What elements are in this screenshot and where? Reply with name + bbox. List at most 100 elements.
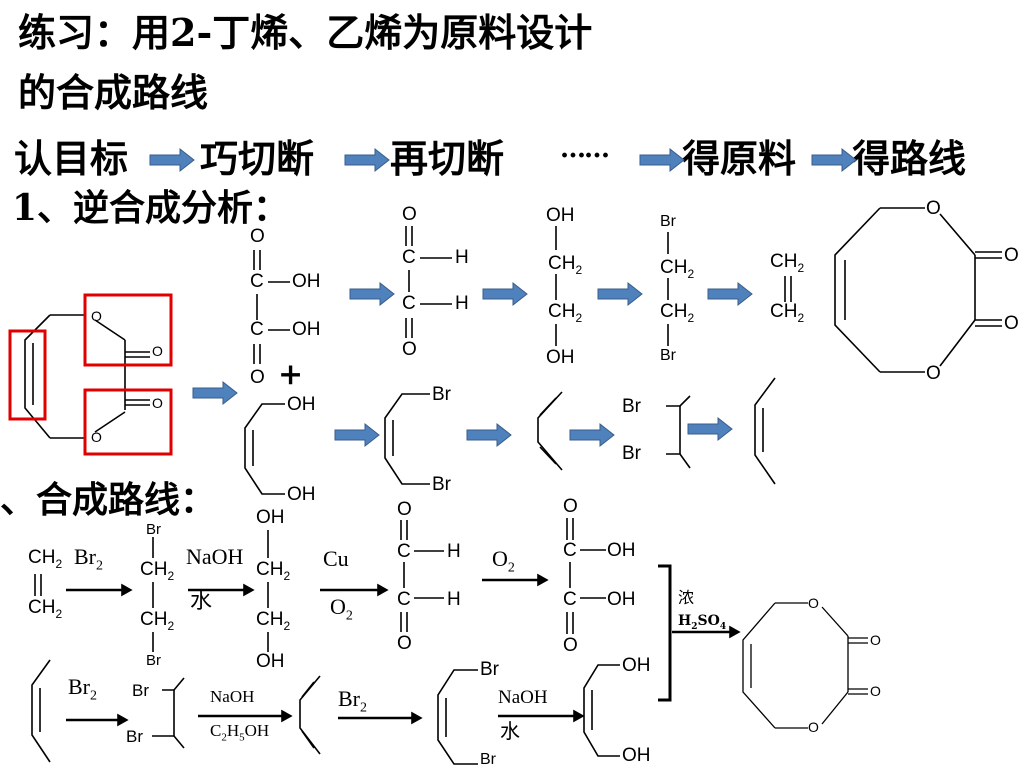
route-glyoxal-o-top: O (397, 499, 412, 520)
dbe-ch2-2: CH2 (660, 301, 695, 325)
route-arrow-6-head (117, 713, 129, 727)
route-arrow-2-head (243, 583, 255, 597)
ethylene-ch2-1: CH2 (770, 251, 805, 275)
route-butenediol-oh-bottom: OH (622, 745, 651, 766)
butenediol-retro (244, 403, 285, 495)
dibromobutene-retro (384, 393, 430, 485)
route-arrow-1-head (121, 583, 133, 597)
dibromobutane-br-1: Br (622, 396, 641, 417)
glyoxal-o-top: O (402, 204, 417, 225)
ethylene-bonds (784, 276, 792, 302)
oxalic-acid-bonds (253, 250, 290, 364)
product-carbonyl-bottom: O (870, 683, 881, 699)
route-arrow-8-head (411, 711, 423, 725)
route-oxalic-oh-1: OH (607, 540, 636, 561)
glyoxal-h-1: H (455, 247, 469, 268)
reagent-br2-2: Br2 (68, 674, 97, 704)
glyoxal-o-bottom: O (402, 339, 417, 360)
highlight-box-ester-top (83, 293, 173, 367)
step-3: 再切断 (390, 136, 505, 181)
ring-left-carbonyl-top: O (152, 343, 163, 359)
reagent-o2-1: O2 (330, 594, 353, 624)
step-ellipsis: …… (560, 134, 610, 164)
oxalic-o-top: O (250, 226, 265, 247)
dibromobutane-route (152, 677, 185, 749)
title-line-1: 练习：用2-丁烯、乙烯为原料设计 (18, 10, 593, 55)
dibromobutane-br-2: Br (622, 443, 641, 464)
section-route: 、合成路线： (0, 479, 217, 521)
route-dbe-br-top: Br (146, 521, 161, 538)
product-ring (742, 602, 868, 729)
step-2: 巧切断 (200, 136, 315, 181)
ring-right-o-bottom: O (926, 363, 941, 384)
step-6: 得路线 (852, 136, 967, 181)
route-dbe-ch2-1: CH2 (140, 559, 175, 583)
ring-right-carbonyl-bottom: O (1004, 313, 1019, 334)
glycol-ch2-2: CH2 (548, 301, 583, 325)
glyoxal-route (400, 520, 444, 632)
ethylene-route (34, 574, 42, 596)
ring-right-o-top: O (926, 198, 941, 219)
route-dbbutene-br-top: Br (480, 659, 499, 680)
route-ethylene-ch2-1: CH2 (28, 547, 63, 571)
route-bracket (658, 564, 672, 702)
route-glycol-ch2-1: CH2 (256, 559, 291, 583)
section-retrosynthesis: 1、逆合成分析： (12, 187, 290, 229)
route-dbe-br-bottom: Br (146, 652, 161, 669)
reagent-naoh-3: NaOH (498, 687, 548, 708)
oxalic-c-2: C (250, 319, 264, 340)
reagent-h2so4: H2SO4 (678, 613, 727, 632)
step-1: 认目标 (14, 136, 129, 181)
route-arrow-4-head (537, 573, 549, 587)
dibromobutene-route (437, 669, 478, 765)
dbe-br-top: Br (660, 213, 676, 230)
route-oxalic-oh-2: OH (607, 589, 636, 610)
reagent-naoh-1: NaOH (186, 544, 244, 569)
ring-right-carbonyl-top: O (1004, 245, 1019, 266)
route-dbe-ch2-2: CH2 (140, 609, 175, 633)
step-5: 得原料 (682, 136, 797, 181)
route-ethylene-ch2-2: CH2 (28, 597, 63, 621)
reagent-conc: 浓 (678, 588, 695, 607)
oxalic-oh-2: OH (292, 319, 321, 340)
reagent-br2-3: Br2 (338, 686, 367, 716)
route-oxalic-o-bottom: O (563, 635, 578, 656)
route-arrow-9-head (573, 709, 585, 723)
product-carbonyl-top: O (870, 632, 881, 648)
reagent-ethanol: C2H5OH (210, 721, 270, 744)
highlight-box-ester-bottom (83, 388, 173, 456)
route-glyoxal-c-2: C (397, 589, 411, 610)
reagent-water-1: 水 (190, 588, 213, 613)
butene-route (31, 659, 51, 763)
reagent-o2-2: O2 (492, 546, 515, 576)
glyoxal-h-2: H (455, 293, 469, 314)
highlight-box-alkene (8, 329, 47, 421)
ring-left-carbonyl-bottom: O (152, 395, 163, 411)
butadiene-route (299, 675, 321, 755)
route-dbbutane-br-1: Br (132, 681, 149, 700)
oxalic-acid-route (566, 518, 606, 634)
plus-sign: + (278, 357, 304, 392)
route-glycol-oh-bottom: OH (256, 651, 285, 672)
title-line-2: 的合成路线 (18, 70, 209, 115)
glyoxal-c-1: C (402, 247, 416, 268)
dibromobutene-br-bottom: Br (432, 474, 451, 495)
route-oxalic-c-1: C (563, 540, 577, 561)
route-oxalic-o-top: O (563, 496, 578, 517)
ring-left-o-bottom: O (91, 429, 102, 445)
reagent-naoh-2: NaOH (210, 687, 255, 706)
route-arrow-5-head (729, 625, 741, 639)
route-arrow-7-head (281, 709, 293, 723)
oxalic-oh-1: OH (292, 271, 321, 292)
butene-retro (754, 377, 776, 485)
ethylene-ch2-2: CH2 (770, 301, 805, 325)
butenediol-oh-bottom: OH (287, 484, 316, 505)
dbe-ch2-1: CH2 (660, 257, 695, 281)
route-glyoxal-h-1: H (447, 541, 461, 562)
butenediol-route (583, 664, 620, 757)
target-ring-right (834, 207, 1002, 373)
route-dbbutane-br-2: Br (126, 727, 143, 746)
route-oxalic-c-2: C (563, 589, 577, 610)
route-dbbutene-br-bottom: Br (480, 751, 496, 768)
route-glycol-ch2-2: CH2 (256, 609, 291, 633)
